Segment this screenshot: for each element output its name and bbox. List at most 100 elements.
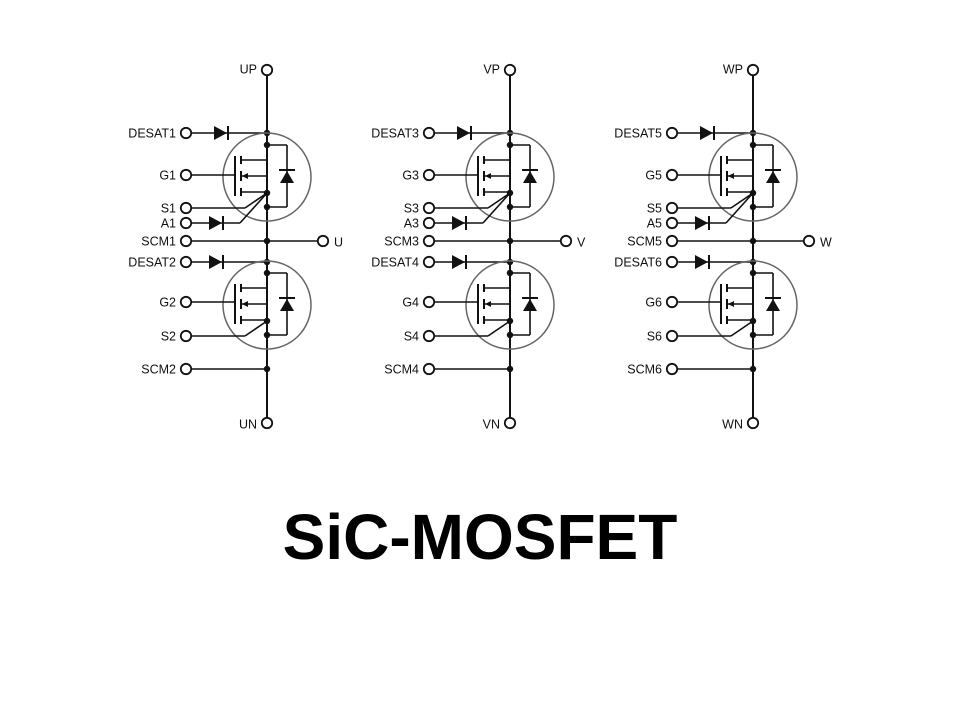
source-wire [487, 320, 511, 337]
body-diode-icon [522, 169, 538, 183]
mosfet-package-outline [465, 132, 555, 222]
source-pin-label: S4 [404, 330, 419, 344]
source-pin-label: S3 [404, 202, 419, 216]
terminal-circle-icon [179, 329, 193, 343]
diode-anode-triangle [209, 216, 222, 230]
mosfet-package-outline [708, 260, 798, 350]
scm-pin-label: SCM4 [384, 363, 419, 377]
anode-wire [482, 192, 511, 224]
terminal-circle-icon [422, 295, 436, 309]
junction-dot-icon [749, 365, 757, 373]
top-terminal-label: UP [240, 63, 257, 77]
terminal-circle-icon [422, 201, 436, 215]
anode-wire [725, 192, 754, 224]
body-diode-icon [765, 169, 781, 183]
terminal-circle-icon [503, 416, 517, 430]
terminal-circle-icon [746, 416, 760, 430]
n-channel-mosfet-icon [465, 132, 555, 222]
terminal-circle-icon [179, 255, 193, 269]
junction-dot-icon [263, 237, 271, 245]
diode-icon [214, 126, 229, 140]
junction-dot-icon [506, 203, 514, 211]
terminal-circle-icon [559, 234, 573, 248]
body-arrow [485, 173, 491, 179]
terminal-circle-icon [422, 362, 436, 376]
terminal-circle-icon [422, 255, 436, 269]
n-channel-mosfet-icon [222, 260, 312, 350]
mosfet-package-outline [708, 132, 798, 222]
terminal-circle-icon [746, 63, 760, 77]
junction-dot-icon [749, 141, 757, 149]
output-terminal-label: U [334, 236, 343, 250]
terminal-circle-icon [665, 234, 679, 248]
terminal-circle-icon [179, 168, 193, 182]
terminal-circle-icon [260, 416, 274, 430]
source-wire [730, 192, 754, 209]
junction-dot-icon [506, 331, 514, 339]
junction-dot-icon [749, 203, 757, 211]
diode-anode-triangle [695, 255, 708, 269]
diode-icon [452, 255, 467, 269]
output-terminal-label: V [577, 236, 586, 250]
junction-dot-icon [506, 237, 514, 245]
body-arrow [485, 301, 491, 307]
desat-pin-label: DESAT2 [128, 256, 176, 270]
body-diode-icon [522, 297, 538, 311]
source-wire [487, 192, 511, 209]
terminal-circle-icon [179, 234, 193, 248]
diode-icon [457, 126, 472, 140]
junction-dot-icon [263, 258, 271, 266]
junction-dot-icon [506, 141, 514, 149]
source-pin-label: S5 [647, 202, 662, 216]
diode-anode-triangle [700, 126, 713, 140]
n-channel-mosfet-icon [465, 260, 555, 350]
diode-anode-triangle [280, 171, 294, 183]
diode-anode-triangle [457, 126, 470, 140]
terminal-circle-icon [802, 234, 816, 248]
terminal-circle-icon [665, 362, 679, 376]
junction-dot-icon [263, 269, 271, 277]
terminal-circle-icon [422, 216, 436, 230]
body-arrow [242, 173, 248, 179]
diode-anode-triangle [695, 216, 708, 230]
top-terminal-label: WP [723, 63, 743, 77]
mosfet-package-outline [465, 260, 555, 350]
diode-anode-triangle [209, 255, 222, 269]
source-wire [730, 320, 754, 337]
junction-dot-icon [506, 365, 514, 373]
terminal-circle-icon [179, 295, 193, 309]
desat-pin-label: DESAT1 [128, 127, 176, 141]
diode-anode-triangle [523, 171, 537, 183]
terminal-circle-icon [665, 168, 679, 182]
gate-pin-label: G3 [402, 169, 419, 183]
terminal-circle-icon [665, 216, 679, 230]
n-channel-mosfet-icon [708, 260, 798, 350]
body-diode-icon [279, 169, 295, 183]
n-channel-mosfet-icon [708, 132, 798, 222]
terminal-circle-icon [179, 201, 193, 215]
terminal-circle-icon [179, 362, 193, 376]
terminal-circle-icon [422, 234, 436, 248]
source-pin-label: S6 [647, 330, 662, 344]
terminal-circle-icon [422, 168, 436, 182]
junction-dot-icon [749, 331, 757, 339]
diode-anode-triangle [214, 126, 227, 140]
bottom-terminal-label: VN [483, 418, 500, 432]
diode-anode-triangle [523, 299, 537, 311]
body-arrow [728, 301, 734, 307]
diode-anode-triangle [766, 171, 780, 183]
desat-pin-label: DESAT3 [371, 127, 419, 141]
body-diode-icon [279, 297, 295, 311]
diode-icon [452, 216, 467, 230]
desat-pin-label: DESAT5 [614, 127, 662, 141]
diode-anode-triangle [766, 299, 780, 311]
junction-dot-icon [263, 141, 271, 149]
scm-pin-label: SCM3 [384, 235, 419, 249]
terminal-circle-icon [665, 126, 679, 140]
bottom-terminal-label: WN [722, 418, 743, 432]
anode-pin-label: A3 [404, 217, 419, 231]
terminal-circle-icon [316, 234, 330, 248]
